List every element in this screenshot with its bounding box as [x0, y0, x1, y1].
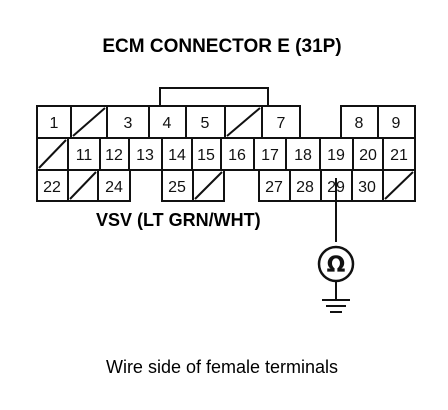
ohm-symbol: Ω: [327, 253, 346, 278]
terminal-10-blank: [36, 137, 69, 171]
svg-text:8: 8: [355, 115, 364, 132]
svg-text:28: 28: [296, 179, 314, 196]
terminal-13: 13: [128, 137, 163, 171]
terminal-19: 19: [319, 137, 354, 171]
svg-text:25: 25: [168, 179, 186, 196]
terminal-25: 25: [161, 169, 194, 202]
terminal-5: 5: [185, 105, 226, 139]
terminal-7: 7: [261, 105, 301, 139]
svg-text:4: 4: [163, 115, 172, 132]
terminal-26-blank: [192, 169, 225, 202]
svg-text:19: 19: [327, 147, 345, 164]
svg-text:22: 22: [43, 179, 61, 196]
terminal-17: 17: [253, 137, 287, 171]
svg-text:9: 9: [392, 115, 401, 132]
svg-text:11: 11: [76, 147, 93, 164]
terminal-18: 18: [285, 137, 321, 171]
svg-text:14: 14: [168, 147, 186, 164]
terminal-31-blank: [382, 169, 416, 202]
terminal-1: 1: [36, 105, 72, 139]
terminal-2-blank: [70, 105, 108, 139]
terminal-16: 16: [220, 137, 255, 171]
svg-text:18: 18: [294, 147, 312, 164]
svg-text:12: 12: [105, 147, 123, 164]
svg-text:27: 27: [265, 179, 283, 196]
svg-text:3: 3: [124, 115, 133, 132]
terminal-11: 11: [67, 137, 101, 171]
terminal-15: 15: [191, 137, 222, 171]
svg-text:13: 13: [136, 147, 154, 164]
ground-icon: [322, 299, 350, 313]
svg-text:7: 7: [277, 115, 286, 132]
svg-text:24: 24: [105, 179, 123, 196]
connector-row-1: 1 3 4 5 7 8 9: [36, 105, 416, 139]
diagram-caption: Wire side of female terminals: [106, 357, 338, 377]
terminal-3: 3: [106, 105, 150, 139]
terminal-4: 4: [148, 105, 187, 139]
svg-text:16: 16: [228, 147, 246, 164]
terminal-23-blank: [67, 169, 99, 202]
terminal-22: 22: [36, 169, 69, 202]
connector-housing: [159, 87, 269, 106]
terminal-21: 21: [382, 137, 416, 171]
terminal-6-blank: [224, 105, 263, 139]
vsv-wire-label: VSV (LT GRN/WHT): [96, 210, 261, 230]
svg-text:20: 20: [359, 147, 377, 164]
svg-text:1: 1: [50, 115, 59, 132]
connector-row-3: 22 24 25 27 28 29: [36, 169, 416, 202]
diagram-title: ECM CONNECTOR E (31P): [102, 36, 341, 57]
terminal-20: 20: [352, 137, 384, 171]
terminal-8: 8: [340, 105, 379, 139]
connector-row-2: 11 12 13 14 15 16 17 18: [36, 137, 416, 171]
ohmmeter-icon: Ω: [317, 245, 355, 283]
svg-text:21: 21: [390, 147, 408, 164]
terminal-27: 27: [258, 169, 291, 202]
terminal-28: 28: [289, 169, 322, 202]
svg-text:5: 5: [201, 115, 210, 132]
terminal-24: 24: [97, 169, 131, 202]
terminal-14: 14: [161, 137, 193, 171]
terminal-30: 30: [351, 169, 384, 202]
svg-text:15: 15: [197, 147, 215, 164]
svg-text:17: 17: [261, 147, 279, 164]
terminal-9: 9: [377, 105, 416, 139]
terminal-12: 12: [99, 137, 130, 171]
svg-text:30: 30: [358, 179, 376, 196]
